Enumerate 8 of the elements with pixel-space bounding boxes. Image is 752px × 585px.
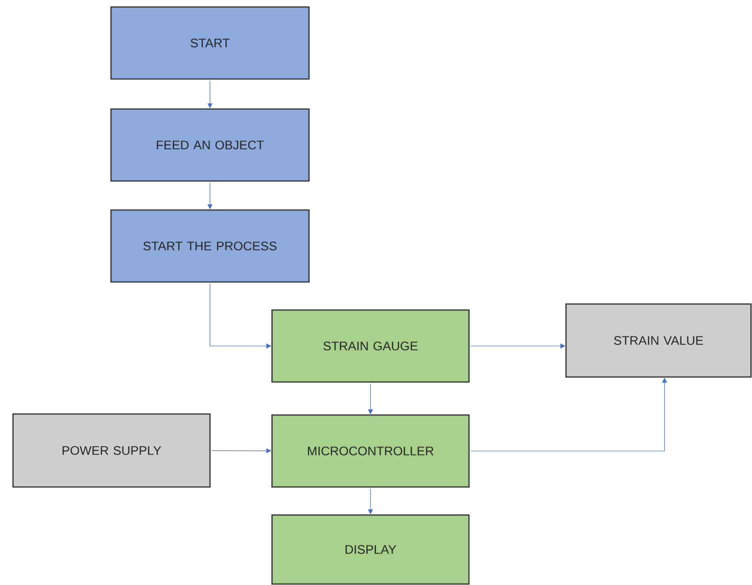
process-box: FEED AN OBJECT [110,108,310,182]
process-box: DISPLAY [271,514,470,585]
process-box: STRAIN GAUGE [271,309,470,383]
process-box: START [110,6,310,80]
process-box: POWER SUPPLY [12,413,211,488]
process-box: MICROCONTROLLER [271,414,470,488]
process-box: START THE PROCESS [110,209,310,283]
process-box: STRAIN VALUE [565,303,752,378]
